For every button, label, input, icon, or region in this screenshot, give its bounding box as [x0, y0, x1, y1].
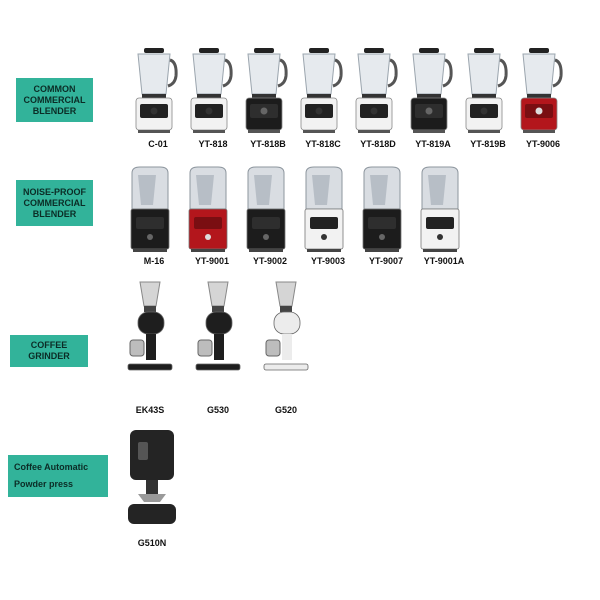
model-label: YT-9007 [368, 256, 404, 266]
blender-icon [350, 46, 406, 136]
model-label: YT-9001A [423, 256, 465, 266]
category-line: COMMERCIAL [23, 197, 86, 208]
model-label: YT-9006 [525, 139, 561, 149]
product-yt-818c [295, 46, 351, 136]
blender-icon [405, 46, 461, 136]
model-label: M-16 [143, 256, 165, 266]
product-yt-818d [350, 46, 406, 136]
product-yt-818 [185, 46, 241, 136]
product-yt-9002 [242, 165, 298, 255]
product-yt-9006 [515, 46, 571, 136]
enclosed-blender-icon [184, 165, 240, 255]
product-yt-818b [240, 46, 296, 136]
product-g530 [190, 278, 246, 378]
model-label: G520 [274, 405, 298, 415]
blender-icon [295, 46, 351, 136]
grinder-icon [258, 278, 314, 378]
model-label: G530 [206, 405, 230, 415]
category-coffee-grinder: COFFEE GRINDER [10, 335, 88, 367]
category-line: NOISE-PROOF [22, 186, 86, 197]
model-label: YT-819A [415, 139, 451, 149]
model-label: YT-818 [198, 139, 228, 149]
product-g510n [124, 428, 180, 528]
grinder-icon [122, 278, 178, 378]
product-yt-819b [460, 46, 516, 136]
product-g520 [258, 278, 314, 378]
product-c-01 [130, 46, 186, 136]
enclosed-blender-icon [416, 165, 472, 255]
model-label: EK43S [135, 405, 165, 415]
category-line: Coffee Automatic [14, 462, 89, 472]
category-line: COFFEE GRINDER [28, 340, 70, 361]
blender-icon [515, 46, 571, 136]
category-common-blender: COMMON COMMERCIAL BLENDER [16, 78, 93, 122]
model-label: YT-818D [360, 139, 396, 149]
category-line: BLENDER [32, 105, 77, 116]
model-label: YT-818B [250, 139, 286, 149]
model-label: YT-818C [305, 139, 341, 149]
model-label: C-01 [148, 139, 168, 149]
product-yt-9001 [184, 165, 240, 255]
grinder-icon [190, 278, 246, 378]
enclosed-blender-icon [300, 165, 356, 255]
enclosed-blender-icon [242, 165, 298, 255]
product-yt-9001a [416, 165, 472, 255]
blender-icon [185, 46, 241, 136]
blender-icon [130, 46, 186, 136]
model-label: YT-9003 [310, 256, 346, 266]
category-powder-press: Coffee Automatic Powder press [8, 455, 108, 497]
product-m-16 [126, 165, 182, 255]
powder-press-icon [124, 428, 180, 528]
category-line: Powder press [14, 479, 74, 489]
category-noise-proof-blender: NOISE-PROOF COMMERCIAL BLENDER [16, 180, 93, 226]
blender-icon [460, 46, 516, 136]
product-yt-9003 [300, 165, 356, 255]
category-line: BLENDER [32, 208, 77, 219]
enclosed-blender-icon [358, 165, 414, 255]
model-label: YT-9002 [252, 256, 288, 266]
model-label: YT-9001 [194, 256, 230, 266]
product-yt-9007 [358, 165, 414, 255]
model-label: YT-819B [470, 139, 506, 149]
product-yt-819a [405, 46, 461, 136]
product-ek43s [122, 278, 178, 378]
category-line: COMMERCIAL [23, 94, 86, 105]
enclosed-blender-icon [126, 165, 182, 255]
model-label: G510N [137, 538, 167, 548]
category-line: COMMON [33, 83, 76, 94]
blender-icon [240, 46, 296, 136]
